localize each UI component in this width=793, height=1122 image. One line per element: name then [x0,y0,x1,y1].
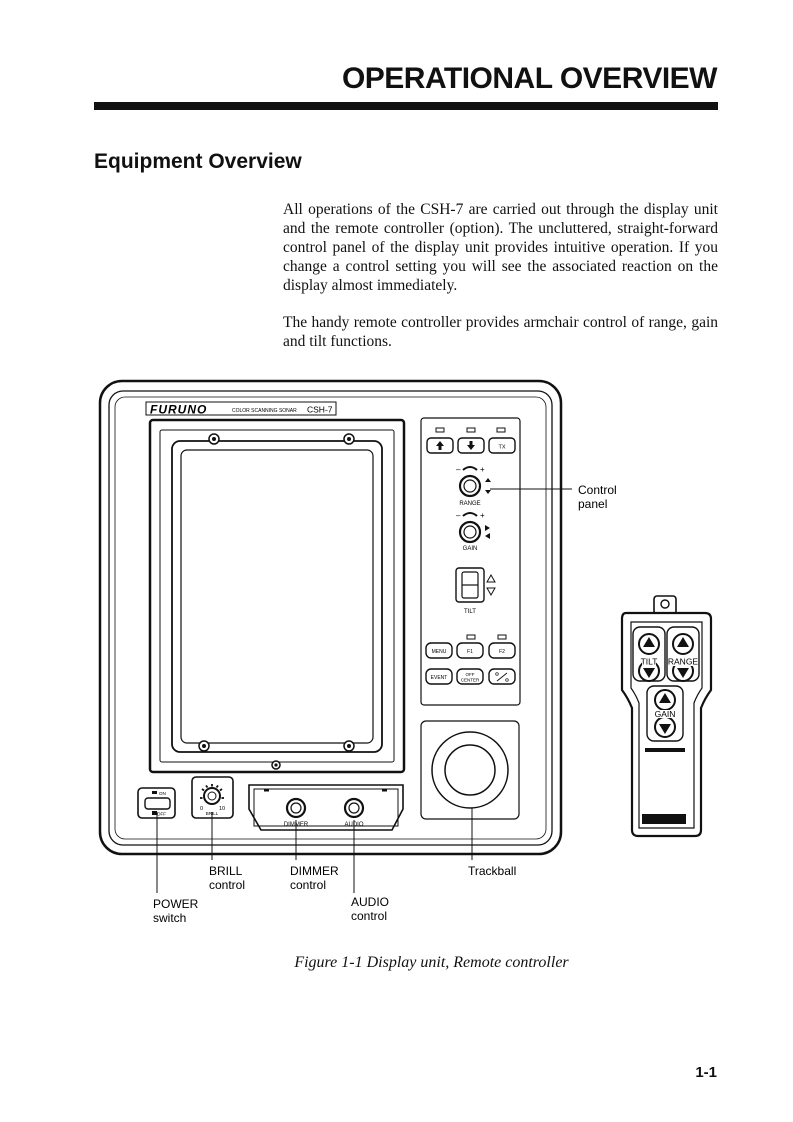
brand-plate [145,401,337,416]
brill-zero-label: 0 [200,806,203,812]
page-number: 1-1 [695,1064,717,1081]
off-center-key-label-1: OFF [466,672,475,677]
power-on-label: ON [159,791,166,796]
callout-brill-line1: BRILL [209,864,243,878]
f1-key[interactable] [456,642,484,659]
tilt-lever-label: TILT [464,609,476,615]
callout-dimmer-line1: DIMMER [290,864,339,878]
range-minus-label: – [456,465,461,474]
gain-plus-label: + [480,511,485,520]
gain-knob-label: GAIN [463,546,478,552]
brill-knob[interactable] [200,784,224,805]
control-panel [420,417,521,706]
callout-power-line2: switch [153,911,186,925]
brill-ten-label: 10 [219,806,225,812]
callout-control-panel-line1: Control [578,483,617,497]
gain-knob[interactable] [458,520,482,544]
chapter-rule [94,102,718,110]
remote-tilt-label: TILT [641,657,658,667]
remote-tilt-up-button[interactable] [638,633,660,655]
audio-knob[interactable] [343,797,365,819]
remote-gain-down-button[interactable] [654,716,676,738]
dimmer-audio-cover [248,784,404,831]
callout-dimmer-line2: control [290,878,326,892]
model-description: COLOR SCANNING SONAR [232,408,297,414]
body-paragraph-2: The handy remote controller provides arm… [283,314,718,350]
callout-lines [156,488,572,893]
dimmer-knob[interactable] [285,797,307,819]
section-title: Equipment Overview [94,150,302,173]
power-off-label: OFF [157,812,166,817]
chapter-title: OPERATIONAL OVERVIEW [341,62,718,95]
event-key[interactable] [425,668,453,685]
f2-key[interactable] [488,642,516,659]
remote-gain-up-button[interactable] [654,689,676,711]
lcd-bezel [148,418,406,774]
figure-caption: Figure 1-1 Display unit, Remote controll… [294,954,569,971]
f2-key-label: F2 [499,649,505,655]
remote-controller: TILT RANGE GAIN [620,595,713,838]
callout-power-line1: POWER [153,897,199,911]
power-save-key-glyph [496,672,508,682]
remote-range-label: RANGE [668,657,699,667]
menu-key[interactable] [425,642,453,659]
gain-minus-label: – [456,511,461,520]
off-center-key-label-2: CENTER [461,678,480,683]
event-key-label: EVENT [431,675,448,681]
callout-trackball: Trackball [468,864,516,878]
tx-key[interactable] [488,437,516,454]
remote-range-up-button[interactable] [672,633,694,655]
range-knob-label: RANGE [459,501,480,507]
off-center-key[interactable] [456,668,484,685]
body-paragraph-1: All operations of the CSH-7 are carried … [283,201,718,294]
range-knob[interactable] [458,474,482,498]
range-plus-label: + [480,465,485,474]
callout-audio-line2: control [351,909,387,923]
power-switch[interactable] [144,797,171,810]
tx-key-label: TX [498,445,505,451]
f1-key-label: F1 [467,649,473,655]
brand-logo: FURUNO [150,403,207,417]
display-unit-inner-frame [108,390,553,846]
lcd-screen [180,449,374,744]
model-name: CSH-7 [307,405,333,415]
callout-brill-line2: control [209,878,245,892]
menu-key-label: MENU [432,649,447,655]
callout-audio-line1: AUDIO [351,895,389,909]
callout-control-panel-line2: panel [578,497,607,511]
remote-gain-label: GAIN [655,709,676,719]
